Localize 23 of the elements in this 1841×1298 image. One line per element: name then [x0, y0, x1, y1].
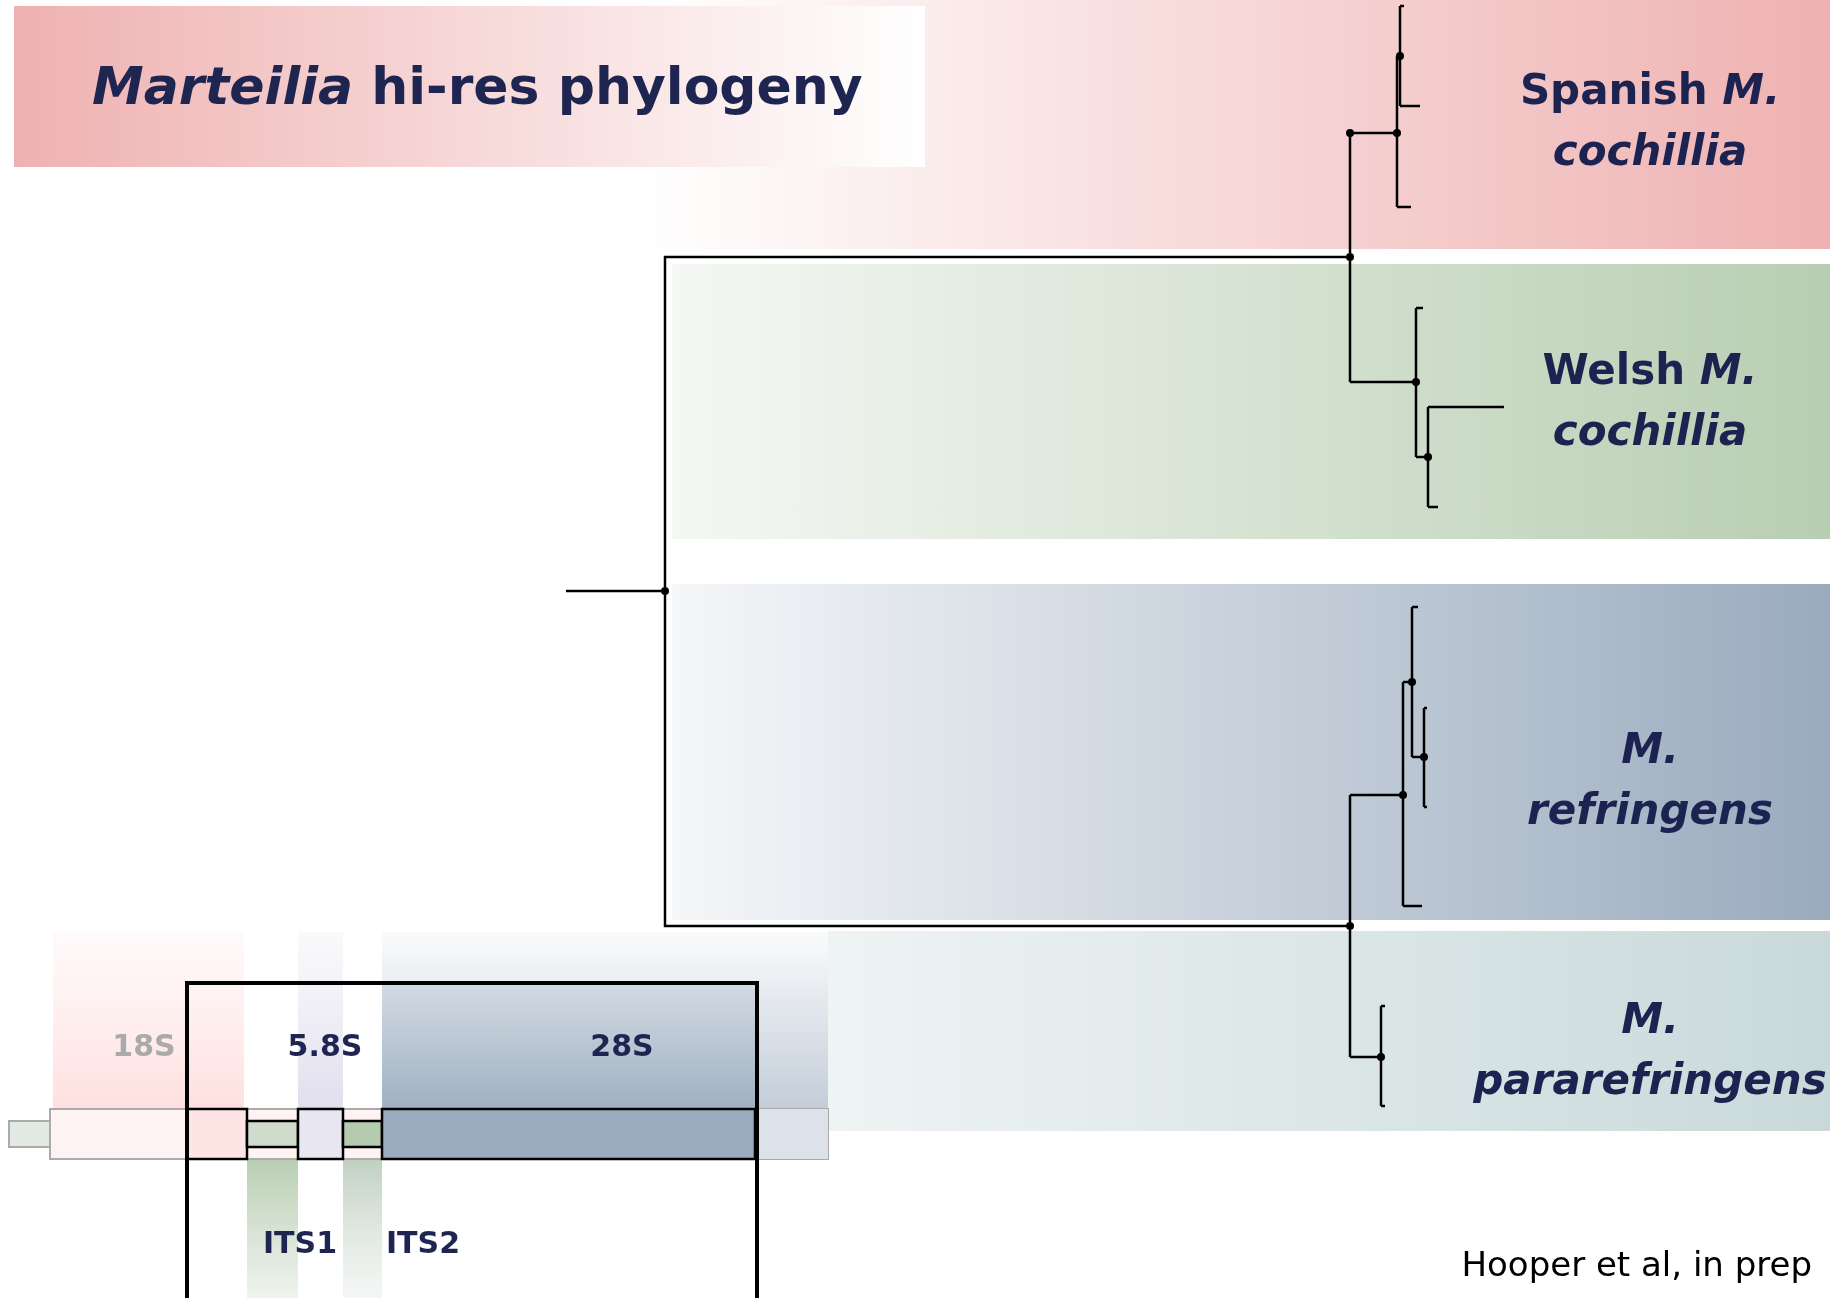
tree-branch — [566, 589, 661, 593]
gene-label: 28S — [590, 1027, 654, 1063]
clade-label: Welsh M. cochillia — [1541, 344, 1759, 457]
clade-band — [672, 584, 1830, 920]
clade-band — [672, 264, 1830, 539]
tree-branch — [1348, 930, 1352, 931]
branch-point — [661, 587, 669, 595]
gene-label: ITS1 — [262, 1224, 338, 1260]
clade-band — [828, 931, 1830, 1131]
clade-label: M. pararefringens — [1472, 993, 1828, 1106]
clade-label: M. refringens — [1526, 723, 1774, 836]
title: Marteilia hi-res phylogeny — [92, 56, 863, 116]
tree-branch — [663, 595, 1346, 928]
gene-label: 18S — [112, 1027, 176, 1063]
tree-branch — [1348, 920, 1352, 922]
citation-note: Hooper et al, in prep — [1461, 1244, 1812, 1284]
clade-label: Spanish M. cochillia — [1518, 64, 1782, 177]
tree-branch — [1348, 261, 1352, 264]
branch-point — [1346, 922, 1354, 930]
tree-branch — [663, 255, 1346, 587]
branch-point — [1346, 253, 1354, 261]
gene-label: 5.8S — [287, 1027, 363, 1063]
gene-label: ITS2 — [385, 1224, 461, 1260]
